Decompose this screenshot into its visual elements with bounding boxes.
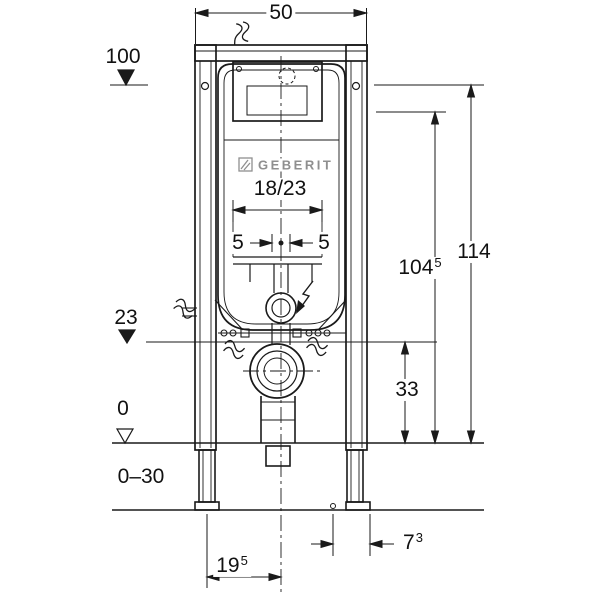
dim-label-0-30: 0–30 [114, 465, 168, 489]
dim-7-3-lines [311, 514, 394, 556]
dim-label-50: 50 [266, 1, 296, 25]
dim-label-114: 114 [454, 240, 494, 264]
dim-104-main: 104 [398, 255, 434, 279]
floor-level-triangle-icon [115, 428, 135, 445]
adjustable-legs [194, 449, 371, 511]
reference-lines [110, 84, 484, 343]
dim-104-sup: 5 [434, 254, 442, 270]
level-markers [115, 69, 137, 445]
concealed-cistern [217, 63, 346, 331]
dim-label-0: 0 [114, 397, 132, 421]
drain-bend [249, 343, 305, 399]
flush-pipe-dashed-circle [278, 67, 296, 85]
centerlines [243, 56, 322, 592]
outlet-pipe [260, 396, 296, 467]
dim-label-104-5: 1045 [395, 254, 445, 280]
wall-break-icon [306, 336, 329, 357]
dim-114-lines [466, 83, 476, 445]
dim-7-main: 7 [403, 530, 415, 554]
lightning-arrow-icon [298, 280, 314, 311]
meter-mark-triangle-icon [117, 69, 135, 87]
screw-icon [236, 66, 242, 72]
dim-label-19-5: 195 [213, 552, 251, 578]
dim-label-100: 100 [102, 45, 144, 69]
flush-mechanism [232, 222, 323, 345]
dim-label-23: 23 [111, 306, 141, 330]
brand-wordmark: GEBERIT [256, 157, 336, 173]
dim-label-5-right: 5 [315, 231, 333, 255]
dim-19-sup: 5 [240, 552, 248, 568]
dim-label-7-3: 73 [400, 529, 426, 555]
dim-label-33: 33 [392, 378, 422, 402]
dim-label-18-23: 18/23 [250, 177, 310, 201]
dim-label-5-left: 5 [229, 231, 247, 255]
flush-connector [265, 292, 297, 324]
level-23-triangle-icon [117, 329, 137, 345]
fittings-row [182, 299, 347, 338]
dim-19-main: 19 [216, 553, 240, 577]
wall-break-icon [223, 339, 246, 360]
dim-7-sup: 3 [415, 529, 423, 545]
break-mark-icons [173, 21, 329, 360]
brand-logo-square [238, 157, 253, 172]
dim-18-23-lines [231, 200, 324, 222]
screw-icon [313, 66, 319, 72]
vent-squiggle-icon [234, 21, 250, 45]
wall-break-icon [173, 298, 196, 319]
floor-lines [112, 442, 484, 511]
center-point-icon [278, 240, 284, 246]
access-box [232, 61, 323, 122]
dim-5-5-lines [250, 234, 313, 252]
